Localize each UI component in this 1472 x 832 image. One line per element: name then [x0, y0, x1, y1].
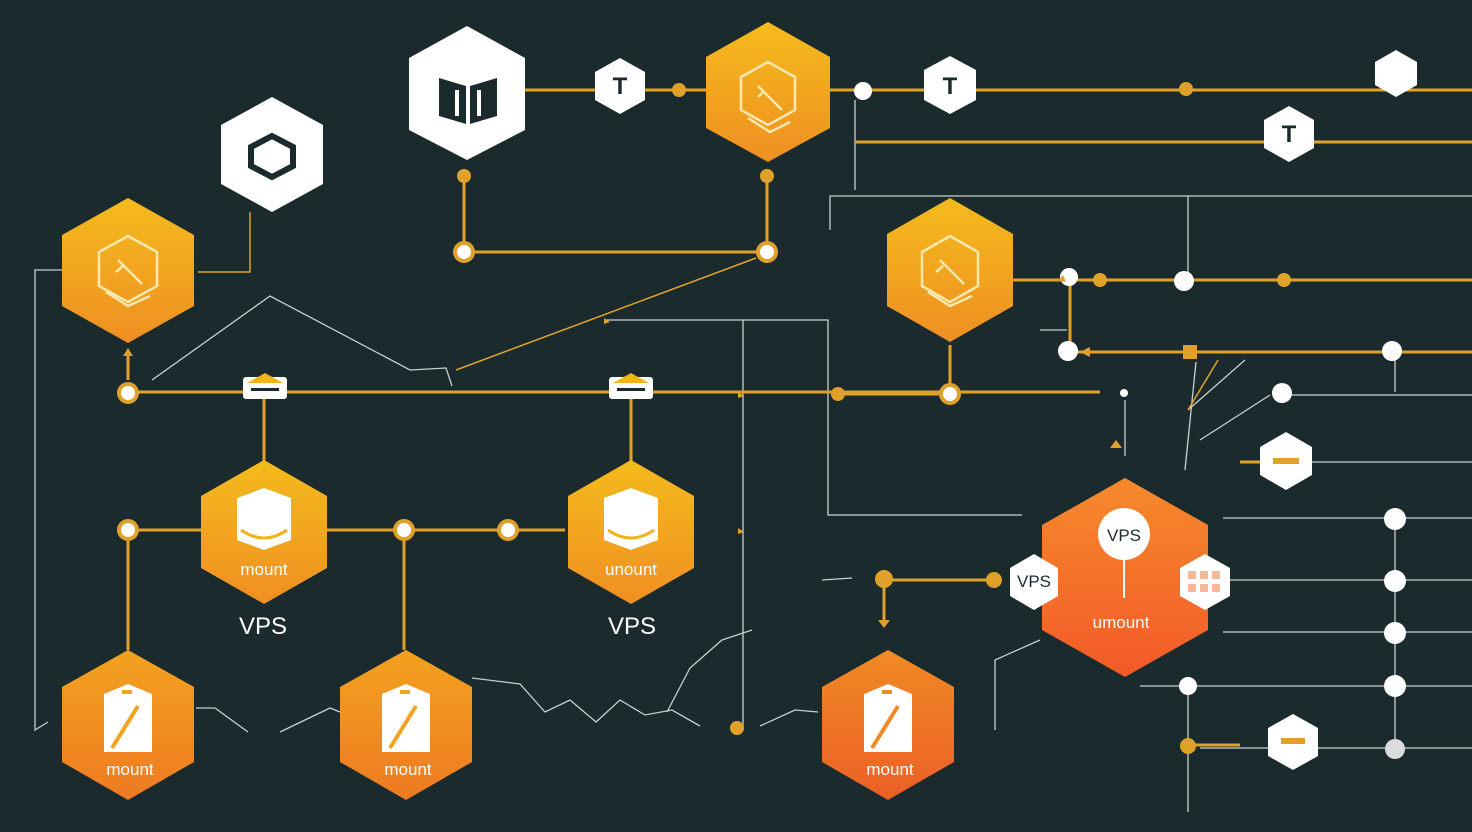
unmount-big-node[interactable]: umount VPS [1042, 478, 1208, 677]
unmount-node-center[interactable]: unount [568, 460, 694, 604]
hexagon-outline-icon [248, 132, 296, 181]
t-badge-1[interactable]: T [595, 58, 645, 114]
drive-icon [382, 684, 430, 752]
unmount-center-label: unount [605, 560, 657, 579]
hexagon-node[interactable] [221, 97, 323, 212]
mount-node-left[interactable]: mount [201, 460, 327, 604]
pen-icon [920, 234, 980, 308]
junction-dots [117, 82, 1406, 759]
vps-center-label: VPS [608, 613, 656, 640]
arrow-accents [123, 275, 1122, 628]
switch-box-center[interactable] [609, 373, 653, 399]
minus-badge-1[interactable] [1260, 432, 1312, 490]
t-badge-1-label: T [613, 73, 628, 100]
t-badge-2-label: T [943, 73, 958, 100]
t-badge-2[interactable]: T [924, 56, 976, 114]
switch-box-left[interactable] [243, 373, 287, 399]
drive-icon [864, 684, 912, 752]
minus-icon [1273, 458, 1299, 464]
disk-icon [604, 488, 658, 550]
minus-icon [1281, 738, 1305, 744]
thin-connectors [34, 100, 1472, 812]
mount-bottom-2-label: mount [384, 760, 432, 779]
pen-icon [739, 60, 797, 134]
pen-node-top-center[interactable] [706, 22, 830, 162]
mount-node-bottom-3[interactable]: mount [822, 650, 954, 800]
pen-node-left[interactable] [62, 198, 194, 343]
unmount-big-label: umount [1093, 613, 1150, 632]
vps-badge-left-label: VPS [1017, 572, 1051, 591]
drive-icon [104, 684, 152, 752]
t-badge-3[interactable]: T [1264, 106, 1314, 162]
small-hex-top-right [1375, 50, 1417, 97]
vps-badge-top[interactable]: VPS [1098, 508, 1150, 560]
mount-bottom-1-label: mount [106, 760, 154, 779]
mount-bottom-3-label: mount [866, 760, 914, 779]
vps-badge-left[interactable]: VPS [1010, 554, 1058, 610]
grid-badge[interactable] [1180, 554, 1230, 610]
disk-icon [237, 488, 291, 550]
mount-node-bottom-1[interactable]: mount [62, 650, 194, 800]
mount-node-bottom-2[interactable]: mount [340, 650, 472, 800]
book-node[interactable] [409, 26, 525, 160]
grid-icon [1188, 571, 1220, 592]
vps-badge-top-label: VPS [1107, 526, 1141, 545]
mount-left-label: mount [240, 560, 288, 579]
t-badge-3-label: T [1282, 121, 1297, 148]
pen-icon [97, 234, 159, 308]
book-icon [439, 78, 497, 124]
vps-left-label: VPS [239, 613, 287, 640]
minus-badge-2[interactable] [1268, 714, 1318, 770]
pen-node-right[interactable] [887, 198, 1013, 342]
gold-connectors [126, 88, 1472, 747]
